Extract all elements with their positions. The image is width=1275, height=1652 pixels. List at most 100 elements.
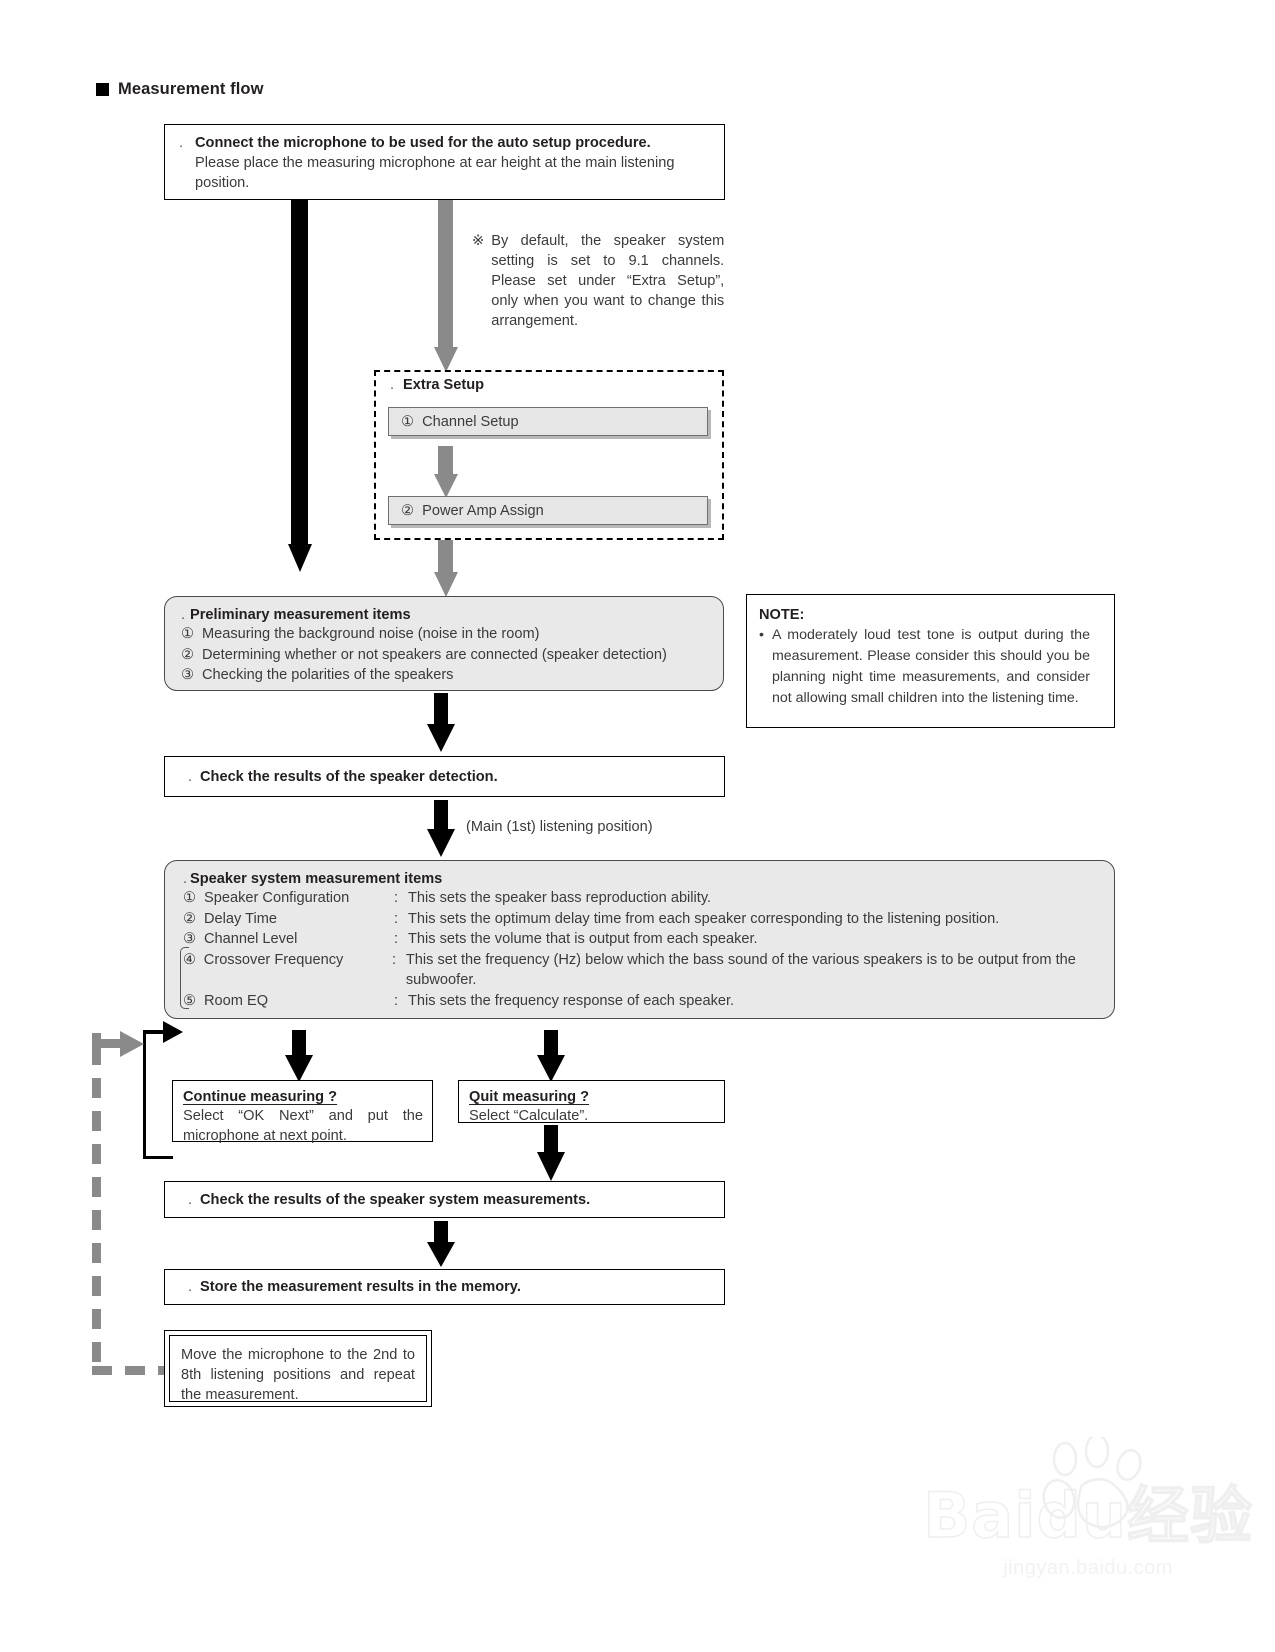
item-number: ③ — [181, 667, 195, 683]
page-heading: Measurement flow — [96, 80, 264, 99]
item-number: ① — [181, 626, 195, 642]
preliminary-marker: . — [181, 607, 186, 623]
step-connect-microphone-box: . Connect the microphone to be used for … — [164, 124, 725, 200]
item-label: Channel Setup — [422, 413, 519, 430]
page-title: Measurement flow — [118, 80, 264, 98]
item-label: Power Amp Assign — [422, 502, 544, 519]
feedback-connector-horizontal — [143, 1156, 173, 1159]
arrow-connect-to-extra-setup — [434, 200, 458, 372]
step-store-title: Store the measurement results in the mem… — [200, 1279, 521, 1295]
arrow-channel-setup-to-power-amp — [434, 446, 458, 498]
feedback-loop-arrowhead — [92, 1031, 150, 1059]
arrow-check-results-to-store — [427, 1221, 455, 1267]
step-connect-title: Connect the microphone to be used for th… — [195, 135, 651, 151]
item-separator: : — [394, 931, 399, 947]
step-check-results-box: . Check the results of the speaker syste… — [164, 1181, 725, 1218]
step-check-results-title: Check the results of the speaker system … — [200, 1191, 591, 1208]
feedback-arrowhead-into-speaker-system — [145, 1021, 183, 1045]
item-label: Channel Level — [204, 931, 298, 947]
item-label: Room EQ — [204, 992, 269, 1009]
item-separator: : — [391, 951, 397, 968]
item-number: ② — [401, 503, 415, 519]
item-text: Checking the polarities of the speakers — [202, 667, 454, 683]
item-text: Measuring the background noise (noise in… — [202, 626, 540, 642]
item-text: Determining whether or not speakers are … — [202, 646, 667, 663]
note-box: NOTE: • A moderately loud test tone is o… — [746, 594, 1115, 728]
list-item: ① Speaker Configuration : This sets the … — [183, 888, 1114, 909]
extra-setup-marker: . — [390, 377, 395, 393]
watermark-url: jingyan.baidu.com — [1003, 1557, 1173, 1579]
step-marker: . — [188, 1279, 193, 1295]
bullet-icon: • — [759, 627, 764, 643]
item-number: ② — [183, 910, 197, 927]
list-item: ② Determining whether or not speakers ar… — [181, 645, 723, 666]
item-separator: : — [394, 992, 399, 1009]
item-desc: This sets the volume that is output from… — [408, 931, 758, 947]
arrow-preliminary-to-check-detection — [427, 693, 455, 753]
item-number: ① — [183, 890, 197, 906]
move-microphone-box: Move the microphone to the 2nd to 8th li… — [164, 1330, 432, 1407]
arrow-check-detection-to-speaker-system — [427, 800, 455, 858]
extra-setup-item-power-amp-assign[interactable]: ② Power Amp Assign — [388, 496, 708, 525]
item-number: ② — [181, 646, 195, 663]
quit-measuring-body: Select “Calculate”. — [469, 1108, 589, 1124]
item-number: ① — [401, 414, 415, 430]
speaker-system-marker: . — [183, 871, 188, 887]
item-separator: : — [394, 910, 399, 927]
step-marker: . — [179, 135, 184, 151]
item-number: ④ — [183, 951, 197, 968]
arrow-connect-to-preliminary — [288, 200, 312, 572]
extra-setup-title: Extra Setup — [403, 377, 485, 393]
step-store-box: . Store the measurement results in the m… — [164, 1269, 725, 1305]
arrow-quit-to-check-results — [537, 1125, 565, 1181]
feedback-loop-corner — [92, 1366, 101, 1375]
extra-setup-region — [374, 370, 724, 540]
item-desc: This sets the optimum delay time from ea… — [408, 910, 1000, 927]
arrow-speaker-system-to-continue — [285, 1030, 313, 1082]
arrow-speaker-system-to-quit — [537, 1030, 565, 1082]
side-note-text: By default, the speaker system setting i… — [491, 233, 725, 329]
item-label: Delay Time — [204, 910, 277, 927]
extra-setup-header: . Extra Setup — [390, 377, 484, 393]
item-desc: This sets the frequency response of each… — [408, 992, 735, 1009]
feedback-loop-dashed-vertical — [92, 1045, 101, 1375]
list-item: ③ Checking the polarities of the speaker… — [181, 665, 723, 686]
step-check-detection-title: Check the results of the speaker detecti… — [200, 768, 498, 785]
paw-print-icon — [1042, 1437, 1142, 1529]
list-item: ④ Crossover Frequency : This set the fre… — [183, 950, 1114, 991]
speaker-system-measurement-box: . Speaker system measurement items ① Spe… — [164, 860, 1115, 1019]
note-title: NOTE: — [759, 607, 805, 623]
step-marker: . — [188, 1191, 193, 1208]
square-bullet-icon — [96, 83, 109, 96]
preliminary-measurement-box: . Preliminary measurement items ① Measur… — [164, 596, 724, 691]
reference-mark-icon: ※ — [472, 233, 485, 249]
step-check-detection-box: . Check the results of the speaker detec… — [164, 756, 725, 797]
arrow-extra-setup-to-preliminary — [434, 540, 458, 597]
note-text: A moderately loud test tone is output du… — [771, 627, 1090, 706]
quit-measuring-title: Quit measuring ? — [469, 1089, 590, 1105]
item-number: ③ — [183, 931, 197, 947]
step-connect-body: Please place the measuring microphone at… — [195, 155, 675, 191]
arrow-label-main-listening-position: (Main (1st) listening position) — [466, 819, 653, 835]
item-label: Speaker Configuration — [204, 890, 350, 906]
speaker-system-title: Speaker system measurement items — [190, 871, 443, 887]
continue-measuring-title: Continue measuring ? — [183, 1089, 338, 1105]
preliminary-title: Preliminary measurement items — [190, 607, 411, 623]
step-marker: . — [188, 768, 193, 785]
continue-measuring-body: Select “OK Next” and put the microphone … — [183, 1108, 423, 1144]
item-label: Crossover Frequency — [203, 951, 344, 968]
item-desc: This sets the speaker bass reproduction … — [408, 890, 712, 906]
list-item: ② Delay Time : This sets the optimum del… — [183, 909, 1114, 930]
quit-measuring-box: Quit measuring ? Select “Calculate”. — [458, 1080, 725, 1124]
extra-setup-item-channel-setup[interactable]: ① Channel Setup — [388, 407, 708, 436]
item-desc: This set the frequency (Hz) below which … — [405, 951, 1076, 989]
list-item: ⑤ Room EQ : This sets the frequency resp… — [183, 991, 1114, 1012]
feedback-loop-dashed-horizontal — [92, 1366, 182, 1375]
continue-measuring-box: Continue measuring ? Select “OK Next” an… — [172, 1080, 433, 1144]
list-item: ① Measuring the background noise (noise … — [181, 624, 723, 645]
note-item: • A moderately loud test tone is output … — [759, 625, 1100, 709]
item-separator: : — [394, 890, 399, 906]
side-note-default-speaker-system: ※ By default, the speaker system setting… — [472, 231, 726, 331]
list-item: ③ Channel Level : This sets the volume t… — [183, 929, 1114, 950]
feedback-connector-vertical — [143, 1030, 146, 1158]
